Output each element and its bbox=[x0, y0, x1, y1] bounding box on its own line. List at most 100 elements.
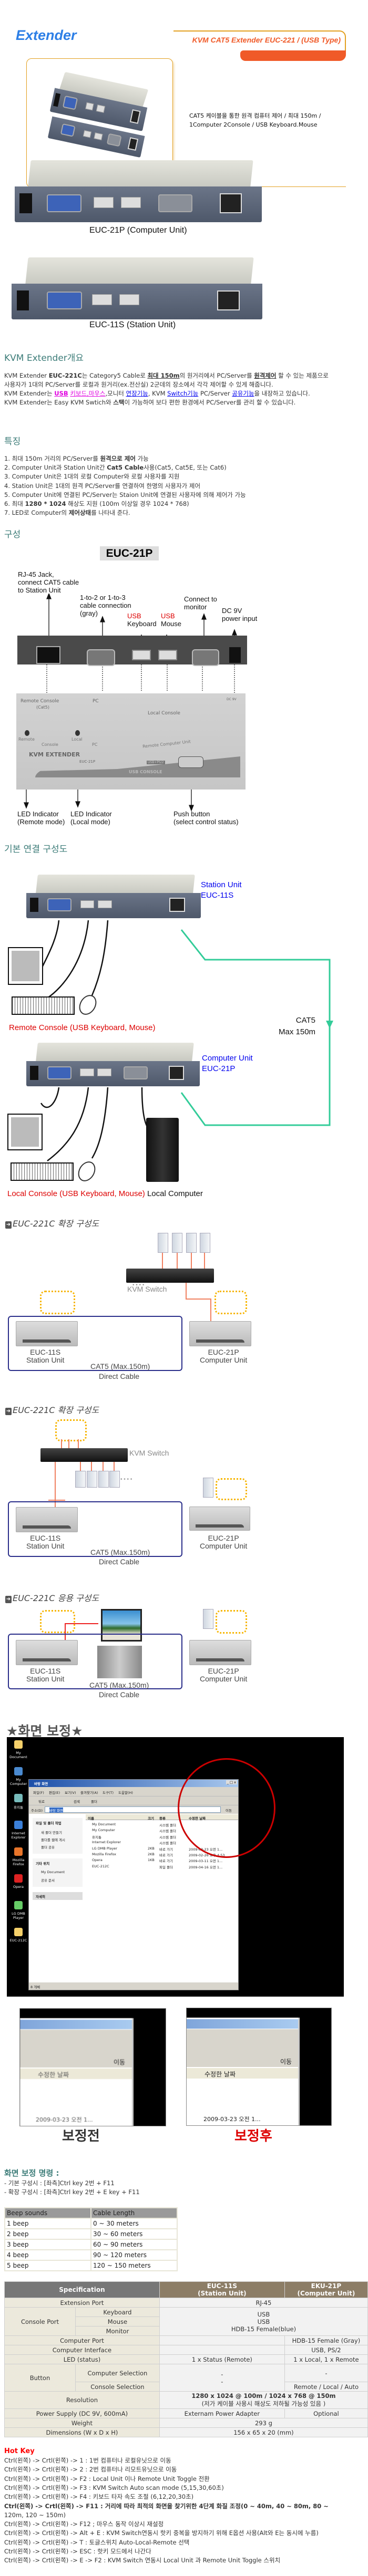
console-group bbox=[55, 1419, 87, 1441]
text: (select control status) bbox=[173, 818, 239, 826]
keyboard-mouse-link[interactable]: 키보드,마우스 bbox=[70, 390, 106, 397]
local-computer-tower bbox=[146, 1118, 179, 1182]
file-cell: 2KB bbox=[148, 1852, 155, 1856]
overview-heading: KVM Extender개요 bbox=[4, 353, 84, 363]
task-link[interactable]: 폴더 공유 bbox=[41, 1845, 55, 1850]
command-basic: - 기본 구성시 : [좌측]Ctrl key 2번 + F11 bbox=[4, 2179, 115, 2187]
file-name[interactable]: 휴지통 bbox=[92, 1835, 101, 1840]
cell: 2 beep bbox=[4, 2228, 91, 2240]
file-name[interactable]: LG DMB Player bbox=[92, 1846, 118, 1851]
station-unit-icon bbox=[16, 1507, 78, 1532]
text: 1. 최대 150m 거리의 PC/Server를 bbox=[4, 455, 100, 462]
row-label: Dimensions (W x D x H) bbox=[4, 2427, 160, 2437]
computer-unit-icon bbox=[189, 1321, 251, 1346]
kvm-switch-label: KVM Switch bbox=[129, 1449, 169, 1457]
text: HDB-15 Female(blue) bbox=[231, 2325, 297, 2333]
text: (Local mode) bbox=[70, 818, 110, 826]
task-heading[interactable]: 자세히 bbox=[36, 1895, 45, 1899]
address-input[interactable]: 바탕 화면 bbox=[45, 1806, 221, 1813]
cable bbox=[162, 1253, 163, 1269]
cable bbox=[91, 1462, 92, 1472]
server-icon bbox=[98, 1471, 109, 1488]
panel-text: Remote Console bbox=[21, 699, 59, 704]
model-label: EUC-21P bbox=[100, 546, 159, 560]
search-button[interactable]: 검색 bbox=[74, 1800, 80, 1804]
file-cell: 바로 가기 bbox=[159, 1859, 173, 1864]
more-dots: • • • • bbox=[120, 1477, 132, 1482]
switch-link[interactable]: Switch기능 bbox=[167, 390, 199, 397]
panel-text: Local Console bbox=[148, 711, 180, 716]
text: 1280 * 1024 bbox=[25, 500, 66, 507]
file-name[interactable]: Internet Explorer bbox=[92, 1840, 121, 1845]
cell: 293 g bbox=[159, 2418, 368, 2428]
column-header[interactable]: 종류 bbox=[159, 1816, 166, 1821]
cell: HDB-15 Female (Gray) bbox=[284, 2335, 368, 2345]
icon-label: EUC-212C bbox=[9, 1938, 27, 1943]
file-name[interactable]: Opera bbox=[92, 1858, 103, 1863]
station-unit-photo bbox=[26, 875, 201, 918]
title-bar bbox=[240, 50, 346, 61]
text: Station Unit bbox=[26, 1675, 65, 1683]
usb-link[interactable]: USB bbox=[54, 390, 68, 397]
text: 5. Computer Unit에 연결된 PC/Server는 Staion … bbox=[4, 491, 246, 498]
menu-item[interactable]: 파일(F) bbox=[33, 1791, 44, 1795]
text: EUC-221C 확장 구성도 bbox=[13, 1219, 99, 1229]
icon-label: 휴지통 bbox=[14, 1805, 23, 1810]
folders-button[interactable]: 폴더 bbox=[91, 1800, 97, 1804]
file-name[interactable]: EUC-212C bbox=[92, 1864, 109, 1868]
text: 제어상태 bbox=[68, 509, 91, 516]
back-button[interactable]: 뒤로 bbox=[38, 1800, 45, 1804]
text: - bbox=[221, 2370, 223, 2378]
text: Computer Unit bbox=[200, 1675, 248, 1683]
column-header: Cable Length bbox=[90, 2207, 178, 2219]
tv-screen bbox=[101, 1609, 142, 1642]
crop-address: 이동 bbox=[187, 2055, 298, 2067]
file-name[interactable]: My Computer bbox=[92, 1828, 115, 1833]
address-label: 주소(D) bbox=[31, 1809, 43, 1813]
menu-item[interactable]: 도움말(H) bbox=[118, 1791, 133, 1795]
product-desc-1: CAT5 케이블을 통한 원격 컴퓨터 제어 / 최대 150m / bbox=[189, 112, 321, 119]
file-name[interactable]: Mozilla Firefox bbox=[92, 1852, 116, 1856]
text: 의 원거리에서 PC/Server를 bbox=[179, 372, 254, 379]
feature-item: 3. Computer Unit은 1대의 로컬 Computer와 로컬 사용… bbox=[4, 472, 179, 481]
local-monitor-icon bbox=[7, 1114, 43, 1150]
menu-item[interactable]: 도구(T) bbox=[103, 1791, 114, 1795]
task-link[interactable]: 폴더를 웹에 게시 bbox=[41, 1838, 65, 1842]
extension-link[interactable]: 연장기능 bbox=[126, 390, 148, 397]
text: 을 내장하고 있습니다. bbox=[254, 390, 310, 397]
text: Computer Unit bbox=[200, 1542, 248, 1550]
station-unit-icon bbox=[16, 1640, 78, 1665]
hotkey-line: Ctrl(왼쪽) -> Crtl(왼쪽) -> F11 : 거리에 따라 최적의… bbox=[4, 2502, 329, 2510]
menu-item[interactable]: 즐겨찾기(A) bbox=[80, 1791, 98, 1795]
file-cell: 시스템 폴더 bbox=[159, 1823, 176, 1827]
text: - bbox=[221, 2377, 223, 2385]
hotkey-line: Ctrl(왼쪽) -> Crtl(왼쪽) -> ESC : 핫키 모드에서 나간… bbox=[4, 2548, 151, 2555]
text: USB bbox=[257, 2310, 270, 2318]
cell: Externam Power Adapter bbox=[159, 2408, 285, 2418]
icon-glyph bbox=[14, 1794, 23, 1802]
text: Station Unit bbox=[201, 880, 242, 889]
server-icon bbox=[200, 1233, 210, 1253]
led-local bbox=[75, 730, 80, 736]
column-header[interactable]: 이름 bbox=[88, 1816, 94, 1821]
menu-item[interactable]: 편집(E) bbox=[49, 1791, 60, 1795]
icon-label: My Computer bbox=[9, 1778, 27, 1786]
task-link[interactable]: 공유 문서 bbox=[41, 1878, 55, 1883]
panel-swoosh bbox=[35, 756, 240, 777]
remote-keyboard-icon bbox=[12, 996, 75, 1015]
text: EUC-21P bbox=[208, 1667, 239, 1675]
task-link[interactable]: 새 폴더 만들기 bbox=[41, 1831, 63, 1835]
icon-label: Mozilla Firefox bbox=[12, 1858, 25, 1866]
text: Station Unit bbox=[26, 1356, 65, 1364]
column-header[interactable]: 크기 bbox=[148, 1816, 154, 1821]
file-name[interactable]: My Document bbox=[92, 1822, 116, 1826]
task-link[interactable]: My Document bbox=[41, 1870, 65, 1874]
highlight-circle bbox=[178, 1758, 275, 1858]
sharing-link[interactable]: 공유기능 bbox=[232, 390, 254, 397]
menu-item[interactable]: 보기(V) bbox=[65, 1791, 76, 1795]
crop-header: 수정한 날짜 bbox=[187, 2068, 298, 2079]
